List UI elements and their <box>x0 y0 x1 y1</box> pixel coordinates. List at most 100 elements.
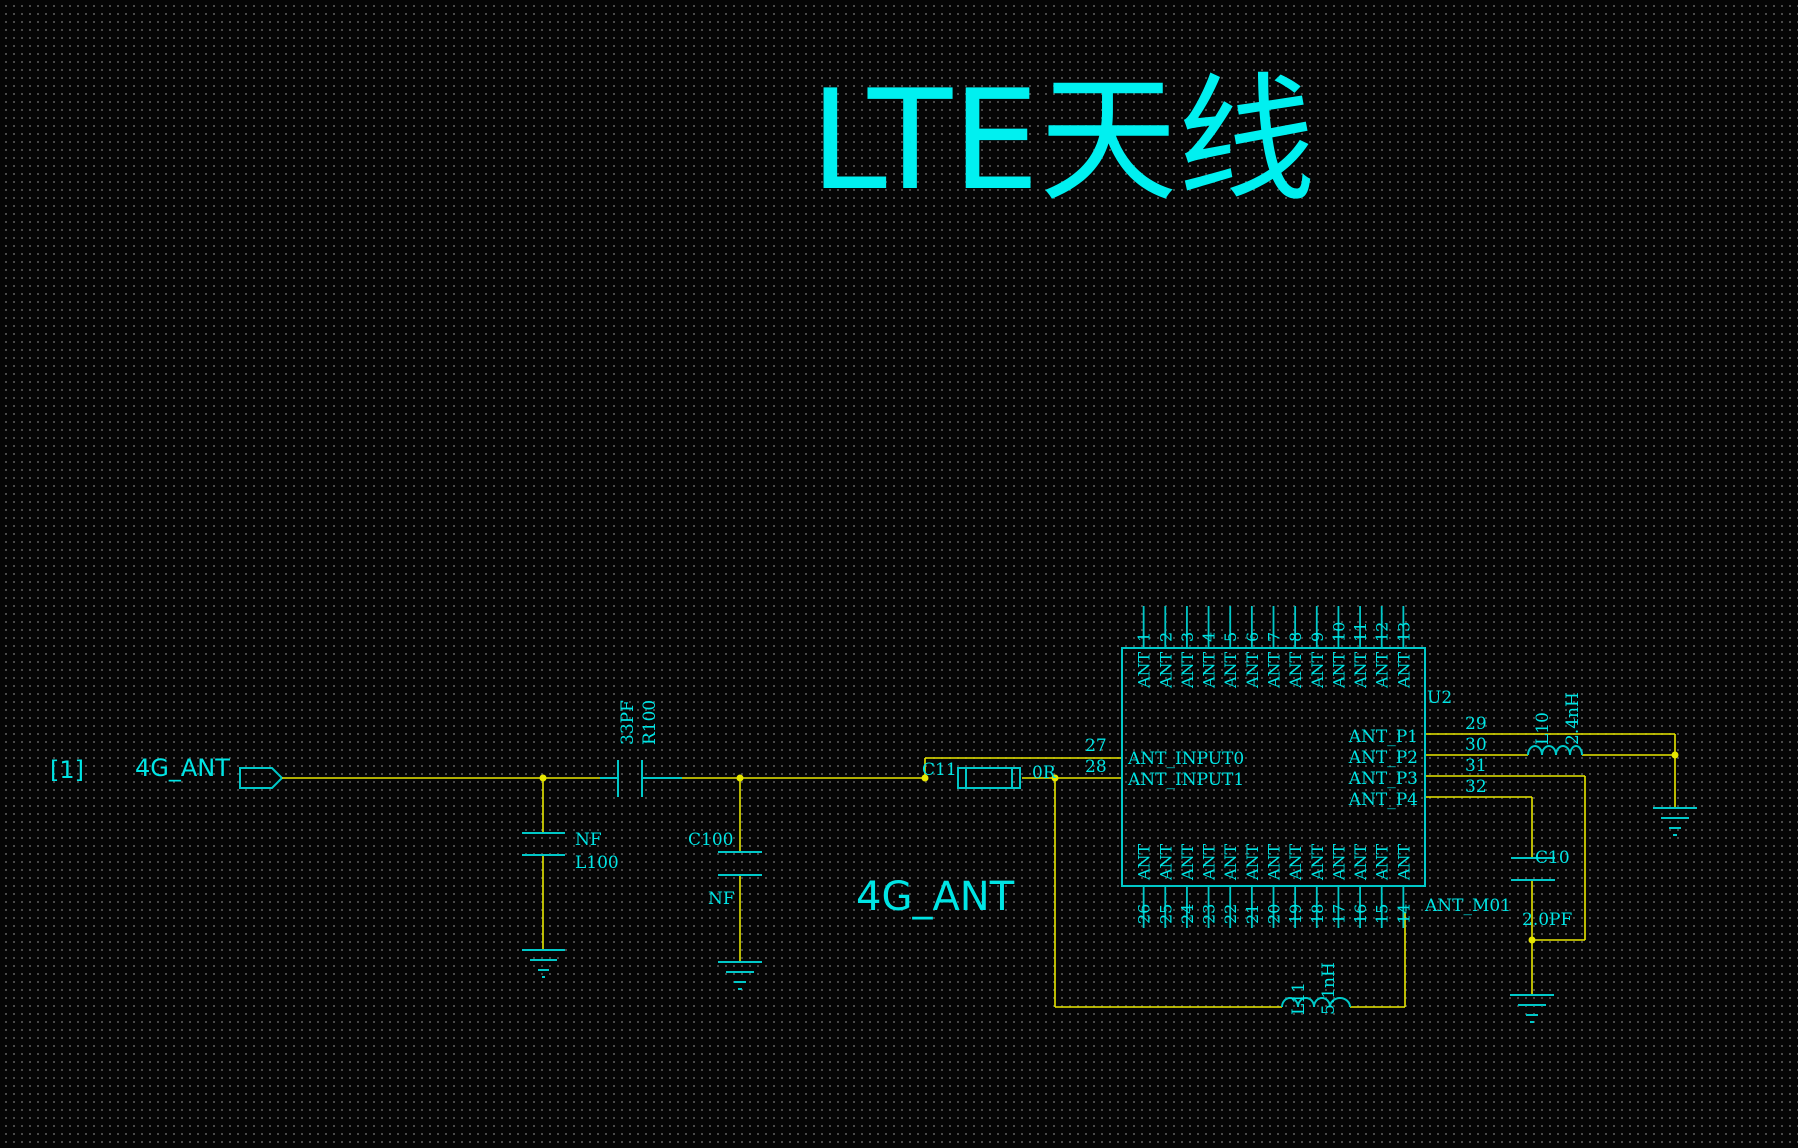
ground-icon <box>522 949 565 978</box>
u2-bottom-pin-name: ANT <box>1329 843 1348 881</box>
u2-pin-32-name: ANT_P4 <box>1348 790 1418 810</box>
u2-top-pin-num: 2 <box>1156 632 1175 642</box>
ground-icon <box>718 961 762 990</box>
u2-bottom-pin-name: ANT <box>1373 843 1392 881</box>
u2-bottom-pin-num: 18 <box>1308 904 1327 924</box>
u2-bottom-pin-name: ANT <box>1351 843 1370 881</box>
c10-symbol[interactable] <box>1511 857 1555 881</box>
junctions <box>539 751 1679 944</box>
l100-ref: L100 <box>575 853 619 873</box>
u2-top-pin-num: 7 <box>1265 632 1284 642</box>
u2-top-pin-name: ANT <box>1351 651 1370 689</box>
u2-bottom-pin-num: 22 <box>1221 904 1240 924</box>
u2-pin-28-num: 28 <box>1085 757 1107 777</box>
u2-top-pin-num: 9 <box>1308 632 1327 642</box>
u2-bottom-pin-num: 25 <box>1156 904 1175 924</box>
u2-top-pin-name: ANT <box>1200 651 1219 689</box>
l100-symbol[interactable] <box>522 832 565 856</box>
u2-pin-29-name: ANT_P1 <box>1348 727 1418 747</box>
port-index: [1] <box>50 756 84 784</box>
c10-ref: C10 <box>1535 848 1570 868</box>
u2-pin-31-num: 31 <box>1465 756 1487 776</box>
c11-ref: C11 <box>922 760 957 780</box>
u2-bottom-pin-name: ANT <box>1135 843 1154 881</box>
u2-bottom-pin-num: 14 <box>1394 904 1413 924</box>
c100-ref: C100 <box>688 830 733 850</box>
c11-symbol[interactable] <box>957 767 1021 789</box>
u2-bottom-pin-num: 24 <box>1178 904 1197 924</box>
u2-bottom-pin-num: 21 <box>1243 904 1262 924</box>
l10-value: 2.4nH <box>1563 692 1583 745</box>
u2-bottom-pin-name: ANT <box>1243 843 1262 881</box>
l11-symbol[interactable] <box>1281 997 1351 1008</box>
net-label: 4G_ANT <box>856 874 1015 920</box>
junction-dot <box>539 774 547 782</box>
r100-ref: R100 <box>640 700 660 745</box>
u2-top-pin-num: 8 <box>1286 632 1305 642</box>
u2-top-pins <box>1142 606 1405 648</box>
ground-icon <box>1653 807 1697 836</box>
u2-top-pin-name: ANT <box>1373 651 1392 689</box>
u2-top-pin-num: 6 <box>1243 632 1262 642</box>
u2-top-pin-name: ANT <box>1221 651 1240 689</box>
l10-symbol[interactable] <box>1527 745 1583 756</box>
u2-top-pin-name: ANT <box>1329 651 1348 689</box>
u2-top-pin-num: 1 <box>1135 632 1154 642</box>
junction-dot <box>921 774 929 782</box>
u2-bottom-pin-name: ANT <box>1308 843 1327 881</box>
u2-bottom-pin-num: 23 <box>1200 904 1219 924</box>
l100-value: NF <box>575 830 602 850</box>
u2-top-pin-name: ANT <box>1135 651 1154 689</box>
u2-bottom-pin-name: ANT <box>1178 843 1197 881</box>
l10-ref: L10 <box>1533 712 1553 745</box>
u2-top-pin-name: ANT <box>1156 651 1175 689</box>
u2-top-pin-num: 3 <box>1178 632 1197 642</box>
u2-pin-29-num: 29 <box>1465 714 1487 734</box>
u2-bottom-pins <box>1142 886 1405 928</box>
port-name: 4G_ANT <box>135 754 230 782</box>
l11-ref: L11 <box>1289 982 1309 1015</box>
u2-bottom-pin-name: ANT <box>1156 843 1175 881</box>
u2-top-pin-num: 4 <box>1200 632 1219 642</box>
r100-symbol[interactable] <box>600 760 682 797</box>
c100-symbol[interactable] <box>718 851 762 876</box>
u2-top-pin-name: ANT <box>1308 651 1327 689</box>
u2-bottom-pin-name: ANT <box>1221 843 1240 881</box>
junction-dot <box>1528 936 1536 944</box>
u2-bottom-pin-num: 26 <box>1135 904 1154 924</box>
u2-top-pin-name: ANT <box>1394 651 1413 689</box>
u2-top-pin-num: 11 <box>1351 622 1370 642</box>
u2-top-pin-num: 13 <box>1394 622 1413 642</box>
junction-dot <box>1671 751 1679 759</box>
u2-bottom-pin-num: 16 <box>1351 904 1370 924</box>
u2-bottom-pin-num: 20 <box>1265 904 1284 924</box>
r100-value: 33PF <box>618 700 638 745</box>
u2-top-pin-num: 12 <box>1373 622 1392 642</box>
u2-bottom-pin-num: 19 <box>1286 904 1305 924</box>
c11-value: 0R <box>1032 763 1057 783</box>
u2-bottom-pin-name: ANT <box>1286 843 1305 881</box>
u2-bottom-pin-name: ANT <box>1265 843 1284 881</box>
u2-top-pin-num: 10 <box>1329 622 1348 642</box>
schematic-title: LTE天线 <box>810 60 1315 221</box>
c10-value: 2.0PF <box>1522 910 1572 930</box>
u2-pin-32-num: 32 <box>1465 777 1487 797</box>
wires <box>282 733 1676 1008</box>
u2-bottom-pin-name: ANT <box>1200 843 1219 881</box>
u2-top-pin-name: ANT <box>1286 651 1305 689</box>
junction-dot <box>1051 774 1059 782</box>
u2-top-pin-name: ANT <box>1178 651 1197 689</box>
u2-bottom-pin-num: 17 <box>1329 904 1348 924</box>
u2-pin-27-num: 27 <box>1085 736 1107 756</box>
u2-ref: U2 <box>1427 688 1452 708</box>
u2-top-pin-name: ANT <box>1243 651 1262 689</box>
port-symbol[interactable] <box>239 767 284 789</box>
u2-pin-30-num: 30 <box>1465 735 1487 755</box>
u2-bottom-pin-name: ANT <box>1394 843 1413 881</box>
u2-pin-28-name: ANT_INPUT1 <box>1127 770 1244 790</box>
c100-value: NF <box>708 889 735 909</box>
u2-top-pin-num: 5 <box>1221 632 1240 642</box>
ground-icon <box>1510 994 1554 1023</box>
